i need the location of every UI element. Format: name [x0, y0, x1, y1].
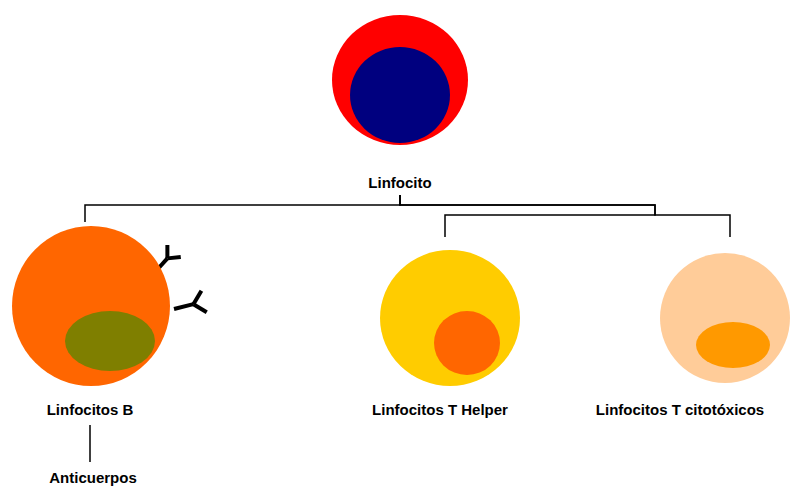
leader-line: [89, 425, 91, 462]
connector-line: [400, 195, 730, 237]
cell-shape: [355, 237, 545, 422]
tree-connector: [400, 195, 655, 237]
cell-nucleus: [434, 311, 500, 375]
cell-label: Linfocitos B: [47, 401, 134, 419]
tree-connector: [85, 195, 400, 222]
connector-line: [85, 195, 400, 222]
lymphocyte-cell: Linfocito: [320, 10, 480, 195]
tree-connector: [400, 195, 730, 237]
cell-label: Linfocito: [368, 174, 431, 192]
cell-nucleus: [350, 47, 450, 143]
cell-shape: [320, 10, 480, 195]
cytotoxic-t-cell: Linfocitos T citotóxicos: [570, 237, 792, 422]
cell-nucleus: [696, 322, 770, 368]
helper-t-cell: Linfocitos T Helper: [355, 237, 545, 422]
caption-label: Anticuerpos: [49, 469, 137, 487]
cell-label: Linfocitos T Helper: [372, 401, 508, 419]
cell-label: Linfocitos T citotóxicos: [596, 401, 764, 419]
antibody: [171, 291, 206, 320]
cell-body: [332, 15, 468, 145]
cell-shape: [570, 237, 792, 422]
cell-shape: [8, 222, 208, 422]
cell-body: [660, 253, 790, 383]
cell-body: [380, 250, 520, 386]
cell-nucleus: [65, 311, 155, 371]
cell-body: [12, 226, 170, 386]
connector-line: [400, 195, 655, 237]
b-cell: Linfocitos B: [8, 222, 208, 422]
